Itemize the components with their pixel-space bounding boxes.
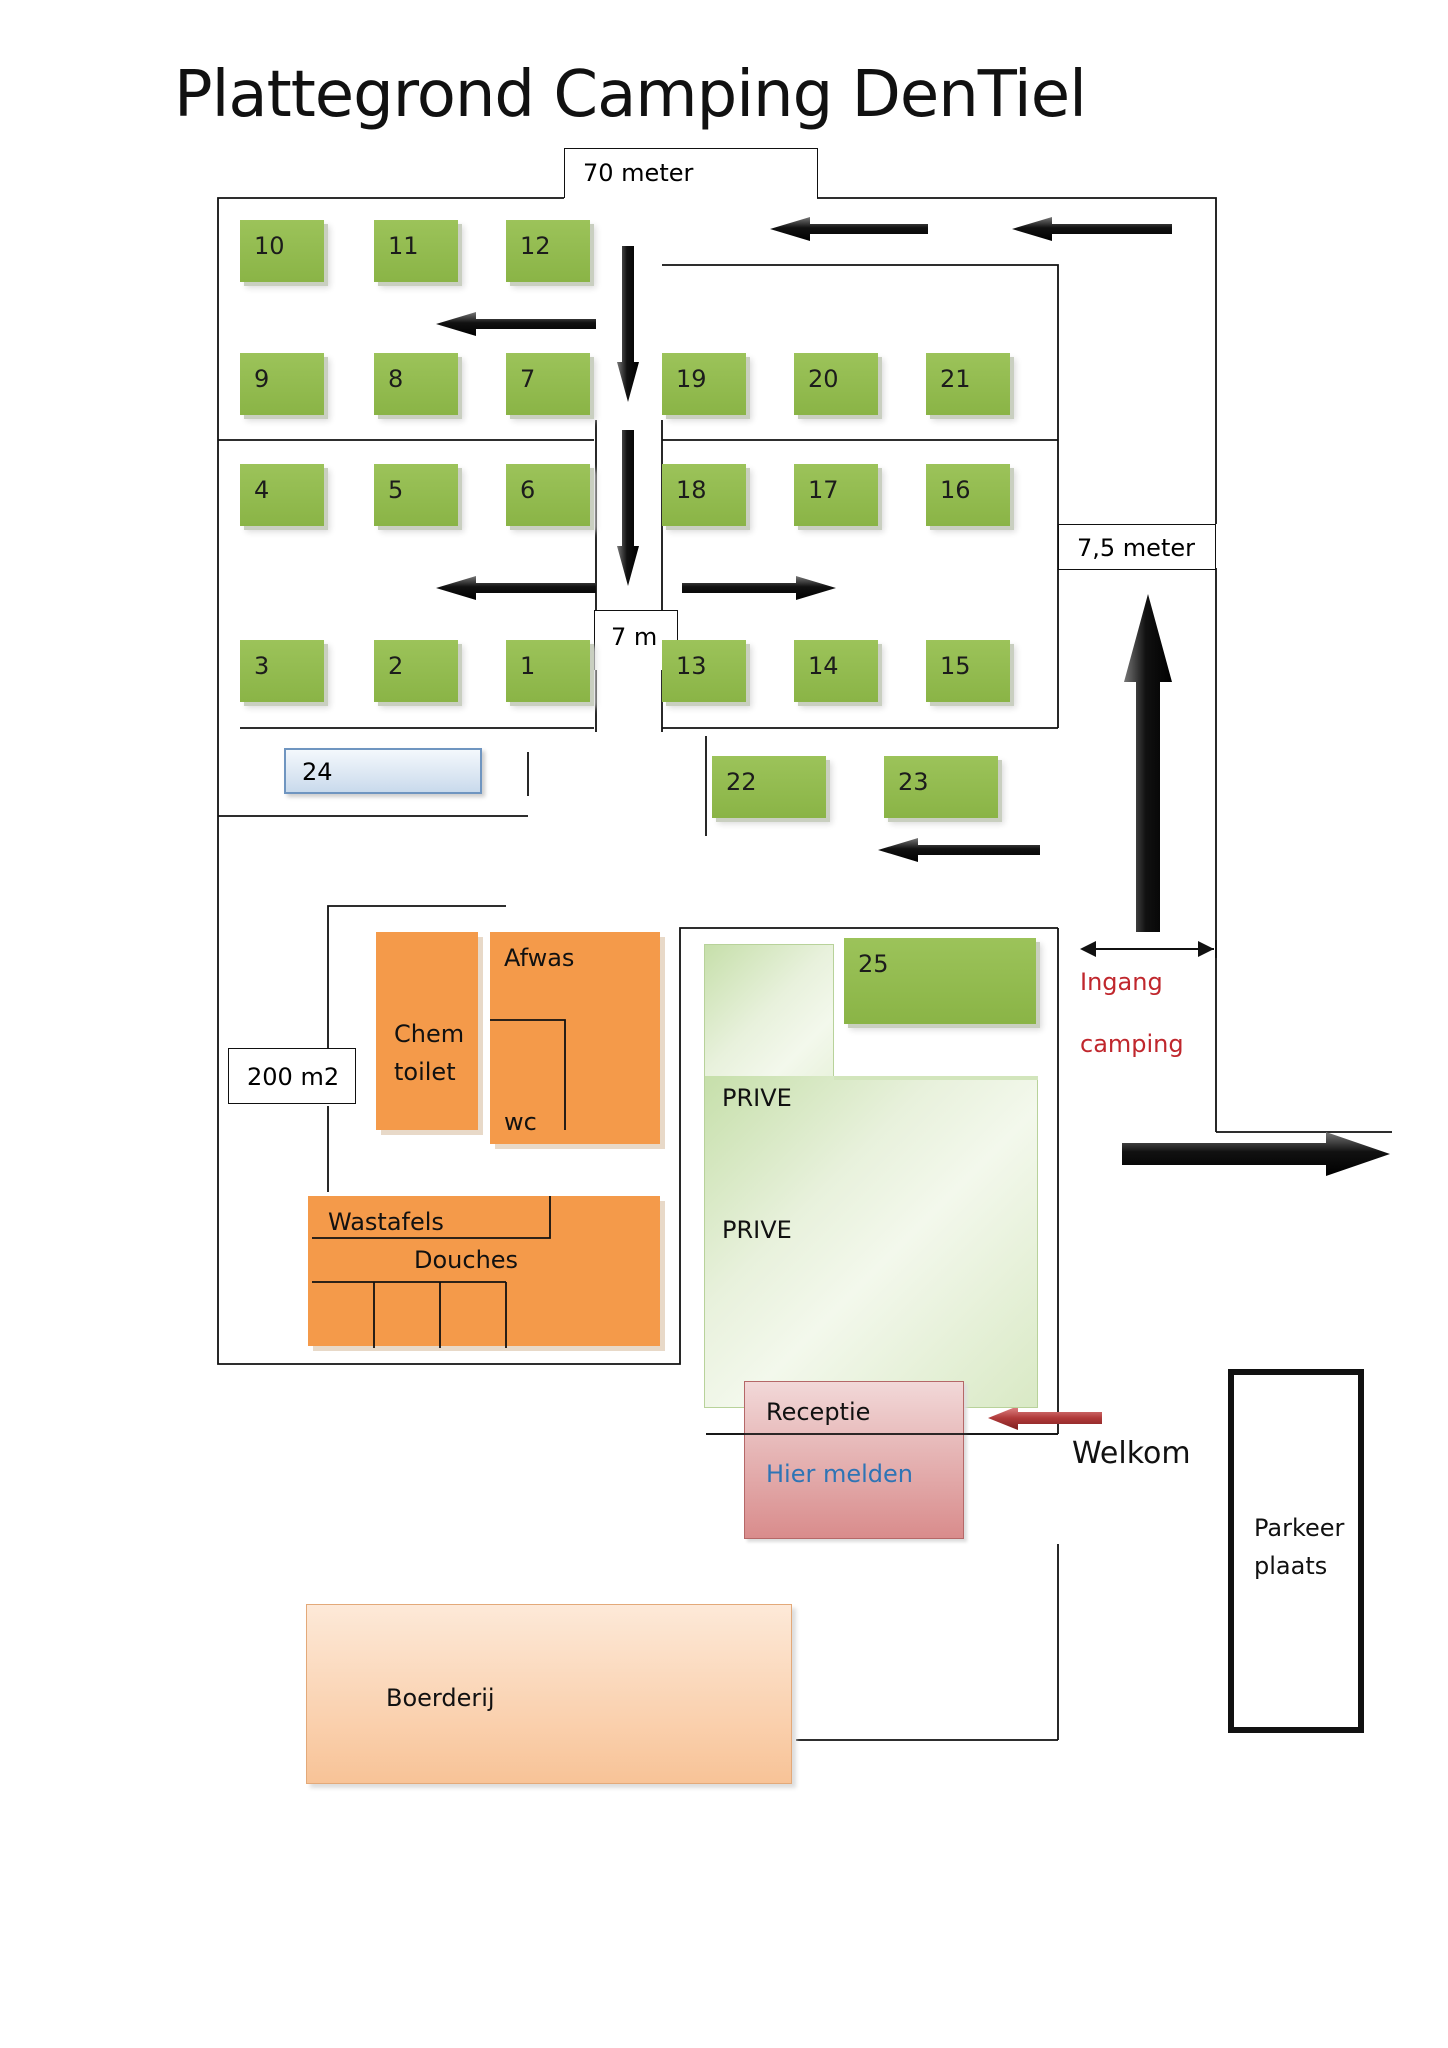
ingang-label-line1: Ingang (1080, 968, 1163, 996)
pitch-2: 2 (374, 640, 458, 702)
reception-building (744, 1381, 964, 1539)
pitch-10: 10 (240, 220, 324, 282)
toilet-label: toilet (394, 1058, 456, 1086)
private-area-top (834, 1076, 1038, 1080)
pitch-6: 6 (506, 464, 590, 526)
prive-label-2: PRIVE (722, 1216, 792, 1244)
pitch-24: 24 (284, 748, 482, 794)
pitch-19: 19 (662, 353, 746, 415)
farm-building (306, 1604, 792, 1784)
pitch-9: 9 (240, 353, 324, 415)
hier-melden-label: Hier melden (766, 1460, 913, 1488)
pitch-23: 23 (884, 756, 998, 818)
road-width-label: 7,5 meter (1058, 524, 1216, 570)
pitch-18: 18 (662, 464, 746, 526)
parking-area (1228, 1369, 1364, 1733)
area-label: 200 m2 (228, 1048, 356, 1104)
pitch-14: 14 (794, 640, 878, 702)
prive-label-1: PRIVE (722, 1084, 792, 1112)
pitch-25: 25 (844, 938, 1036, 1024)
wc-label: wc (504, 1108, 537, 1136)
page-title: Plattegrond Camping DenTiel (174, 58, 1087, 132)
wastafels-label: Wastafels (328, 1208, 444, 1236)
pitch-5: 5 (374, 464, 458, 526)
farm-label: Boerderij (386, 1684, 495, 1712)
pitch-20: 20 (794, 353, 878, 415)
pitch-3: 3 (240, 640, 324, 702)
pitch-11: 11 (374, 220, 458, 282)
pitch-16: 16 (926, 464, 1010, 526)
pitch-8: 8 (374, 353, 458, 415)
pitch-7: 7 (506, 353, 590, 415)
pitch-15: 15 (926, 640, 1010, 702)
pitch-12: 12 (506, 220, 590, 282)
pitch-1: 1 (506, 640, 590, 702)
welkom-label: Welkom (1072, 1436, 1191, 1471)
pitch-22: 22 (712, 756, 826, 818)
chem-label: Chem (394, 1020, 465, 1048)
ingang-label-line2: camping (1080, 1030, 1184, 1058)
pitch-21: 21 (926, 353, 1010, 415)
pitch-4: 4 (240, 464, 324, 526)
pitch-17: 17 (794, 464, 878, 526)
private-area-2 (704, 1076, 1038, 1408)
width-label: 70 meter (564, 148, 818, 198)
chem-toilet-block (376, 932, 478, 1130)
parking-label-line1: Parkeer (1254, 1514, 1345, 1542)
reception-label: Receptie (766, 1398, 871, 1426)
pitch-13: 13 (662, 640, 746, 702)
parking-label-line2: plaats (1254, 1552, 1328, 1580)
douches-label: Douches (414, 1246, 519, 1274)
afwas-label: Afwas (504, 944, 575, 972)
